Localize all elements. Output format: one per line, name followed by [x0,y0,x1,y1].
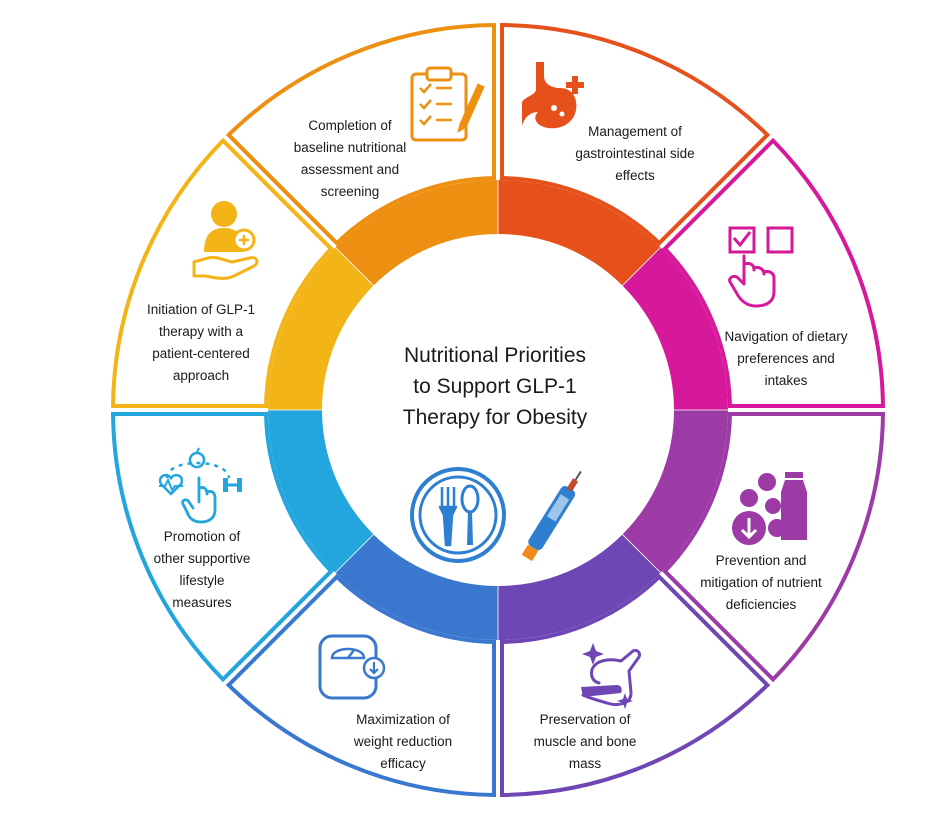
segment-label-line: effects [615,168,655,183]
segment-label-line: measures [172,595,232,610]
ring-arc-lifestyle [268,410,374,573]
title-line-3: Therapy for Obesity [402,406,588,429]
segment-label-line: assessment and [300,162,400,177]
segment-label-nutrient: Prevention and mitigation of nutrient de… [681,550,841,616]
ring-arc-muscle [498,534,661,640]
segment-label-line: Preservation of [539,712,631,727]
segment-label-lifestyle: Promotion of other supportive lifestyle … [122,526,282,614]
segment-label-line: preferences and [737,351,835,366]
segment-label-line: deficiencies [725,597,797,612]
checkbox-select-icon [728,226,794,308]
segment-label-line: Completion of [308,118,392,133]
ring-arc-gi [498,180,661,286]
segment-label-line: mitigation of nutrient [700,575,822,590]
segment-label-weight: Maximization of weight reduction efficac… [323,709,483,775]
segment-label-line: Initiation of GLP-1 [146,302,256,317]
segment-label-initiation: Initiation of GLP-1 therapy with a patie… [121,299,281,387]
segment-label-line: intakes [764,373,808,388]
segment-label-line: therapy with a [158,324,244,339]
lifestyle-icon [158,447,242,524]
clipboard-checklist-icon [410,66,485,142]
segment-outline-muscle [500,574,771,798]
segment-outline-gi [500,22,771,246]
segment-label-baseline: Completion of baseline nutritional asses… [270,115,430,203]
segment-label-line: Navigation of dietary [724,329,848,344]
segment-outline-nutrient [662,412,886,683]
stomach-icon [522,62,584,129]
weighing-scale-icon [318,634,386,700]
segment-label-line: Promotion of [163,529,241,544]
ring-arc-weight [335,534,498,640]
segment-label-dietary: Navigation of dietary preferences and in… [706,326,866,392]
segment-label-line: screening [320,184,380,199]
title-line-1: Nutritional Priorities [403,344,587,367]
ring-arc-initiation [268,247,374,410]
ring-arc-nutrient [622,410,728,573]
segment-label-line: lifestyle [179,573,225,588]
segment-label-line: patient-centered [152,346,250,361]
flexed-arm-icon [581,643,641,709]
segment-outline-initiation [110,137,334,408]
segment-label-line: muscle and bone [533,734,637,749]
segment-label-line: Management of [588,124,682,139]
vitamins-icon [732,472,807,545]
segment-label-gi: Management of gastrointestinal side effe… [555,121,715,187]
segment-label-muscle: Preservation of muscle and bone mass [505,709,665,775]
segment-label-line: gastrointestinal side [575,146,695,161]
segment-label-line: weight reduction [353,734,453,749]
segment-label-line: Prevention and [715,553,807,568]
ring-arc-dietary [622,247,728,410]
center-title: Nutritional Priorities to Support GLP-1 … [345,340,645,433]
segment-label-line: mass [568,756,602,771]
title-line-2: to Support GLP-1 [413,375,577,398]
plate-utensils-icon [410,467,506,563]
patient-care-icon [192,201,259,280]
segment-label-line: baseline nutritional [293,140,407,155]
ring-arc-baseline [335,180,498,286]
segment-label-line: approach [172,368,230,383]
segment-outline-weight [225,574,496,798]
segment-label-line: efficacy [380,756,426,771]
segment-label-line: other supportive [153,551,251,566]
segment-label-line: Maximization of [356,712,450,727]
injection-pen-icon [521,470,582,562]
